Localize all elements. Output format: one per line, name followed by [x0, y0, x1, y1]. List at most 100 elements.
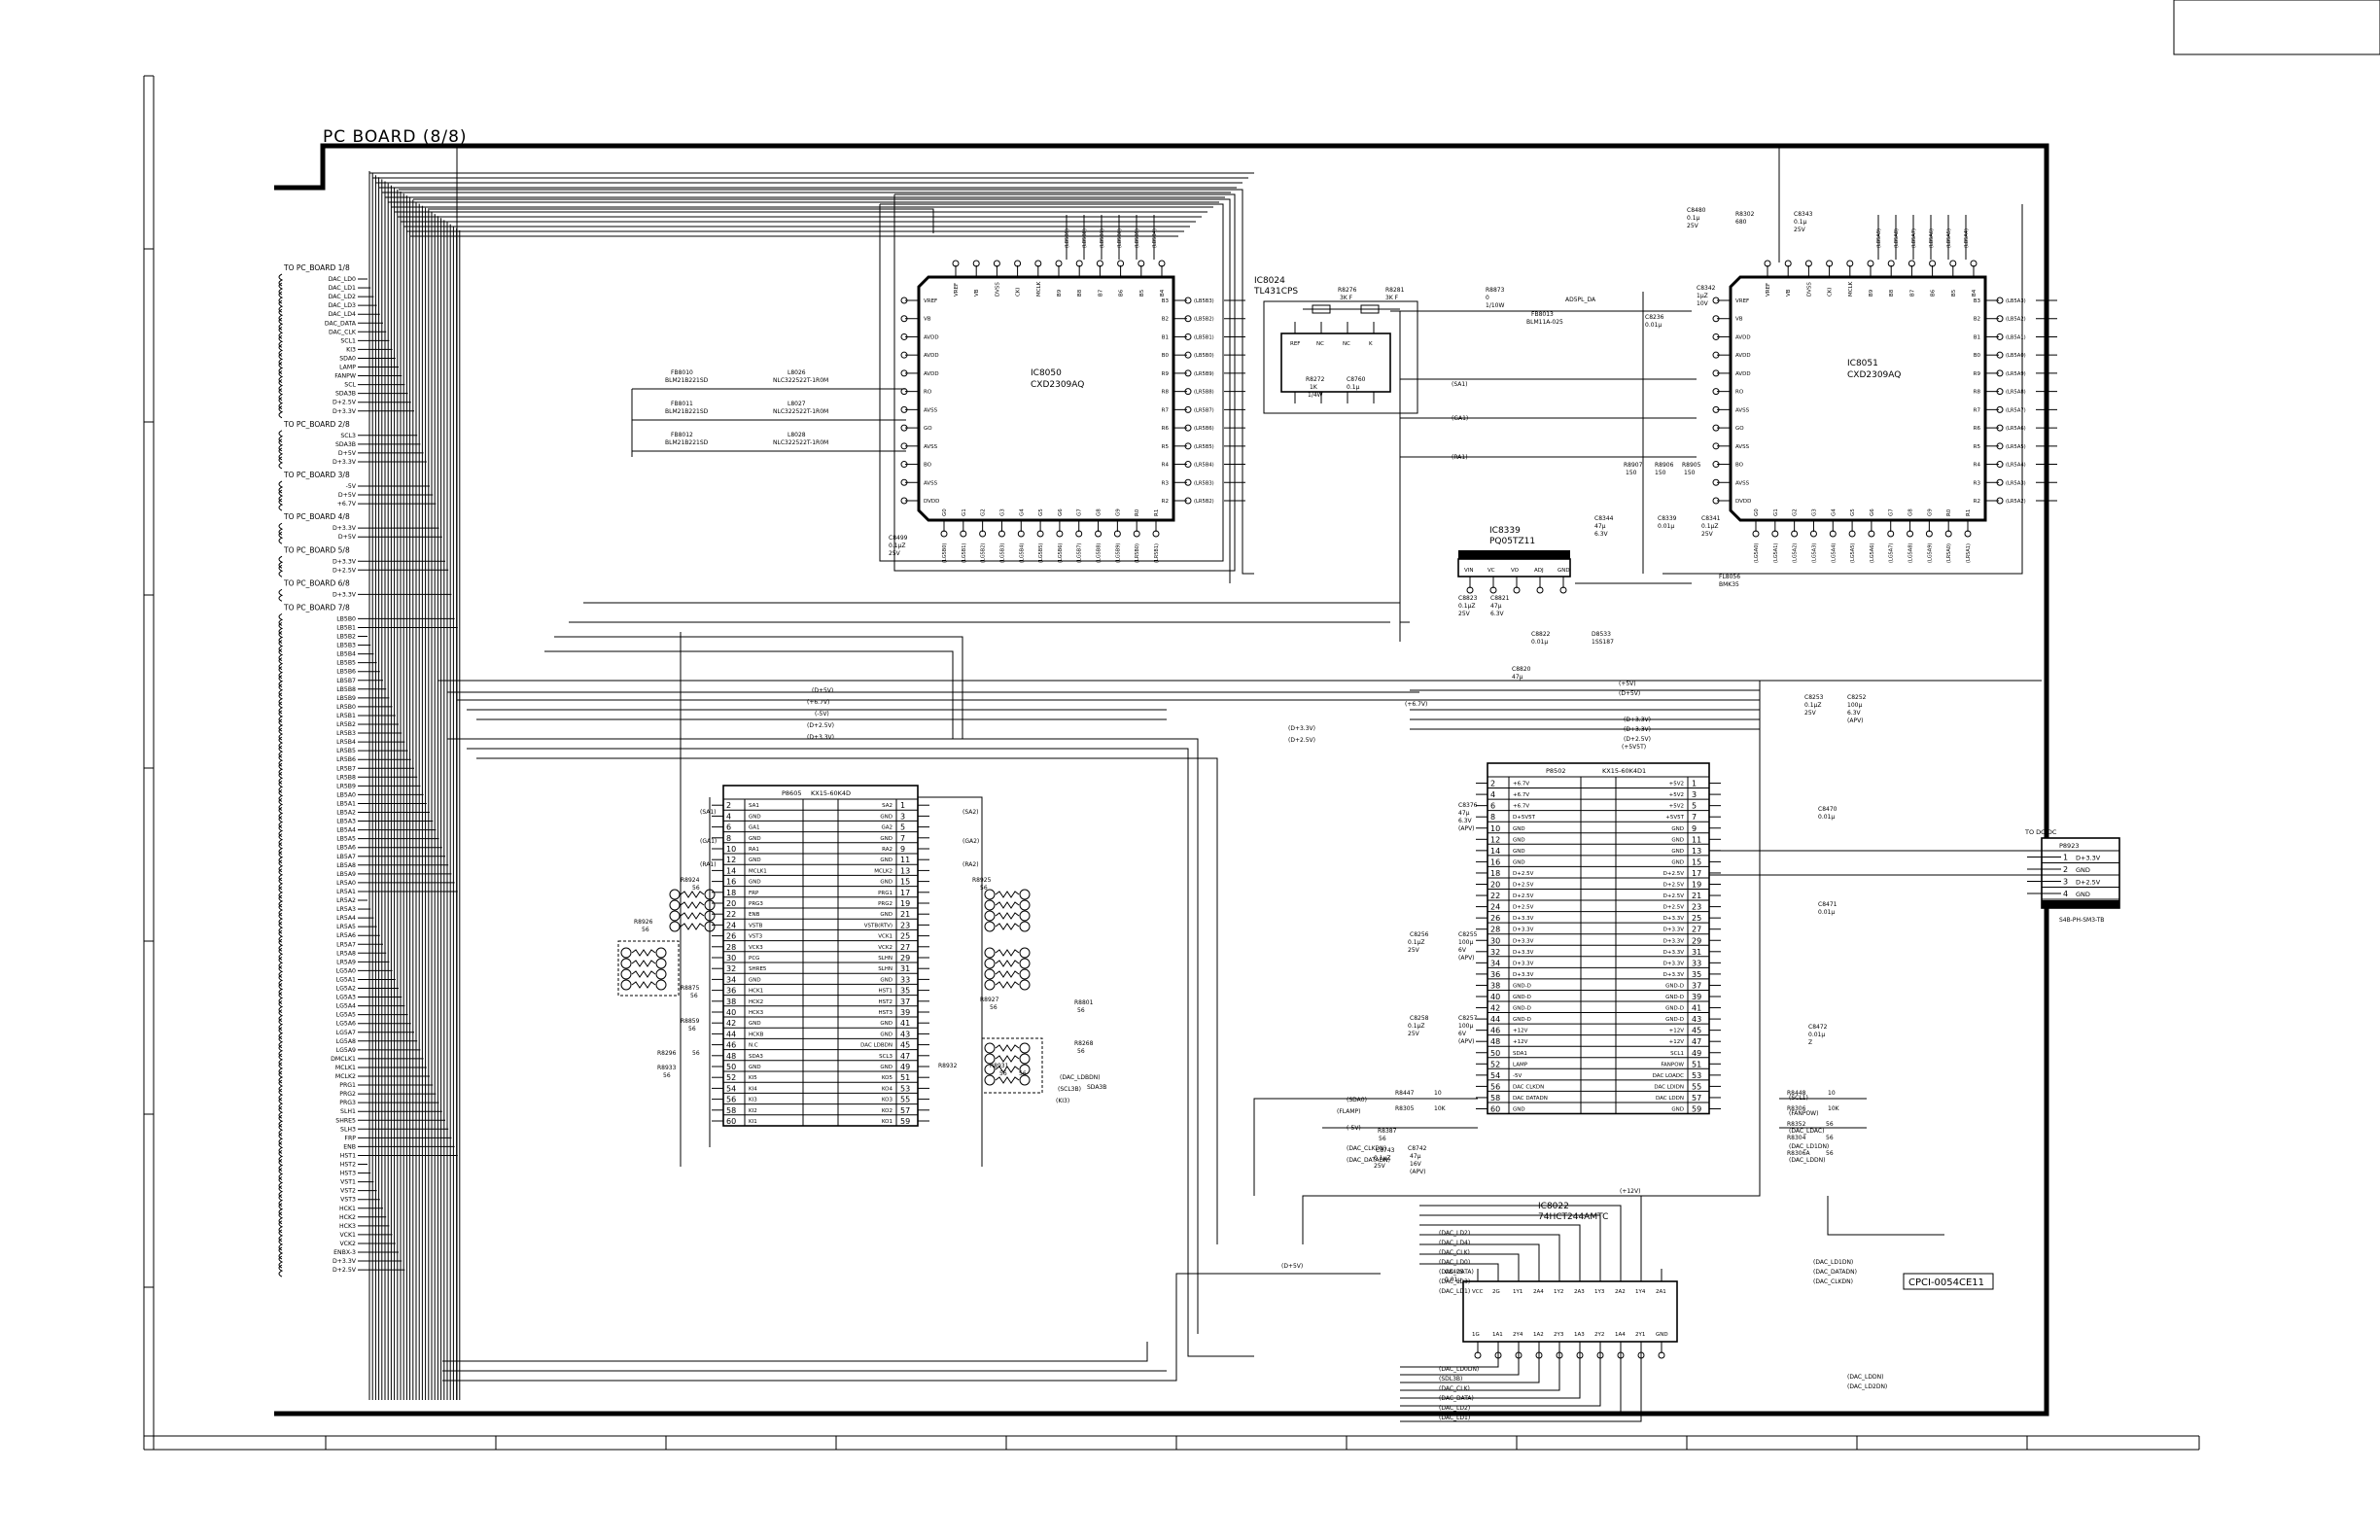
connector-pin-name: D+2.5V — [1663, 871, 1685, 877]
part-code: CPCI-0054CE11 — [1908, 1278, 1984, 1288]
connector-pin-name: KO3 — [882, 1098, 893, 1103]
connector-signal: LR5B7 — [336, 765, 356, 772]
connector-pin-name: D+3.3V — [1663, 972, 1685, 978]
left-connector-block: TO PC_BOARD 1/8DAC_LD0DAC_LD1DAC_LD2DAC_… — [278, 263, 458, 1278]
connector-pin-number: 26 — [1490, 914, 1500, 923]
pin-marker — [1138, 260, 1145, 267]
component-label: R8907 — [1624, 462, 1643, 469]
component-label: C8470 — [1818, 806, 1838, 813]
connector-pin-name: GND — [2076, 891, 2090, 898]
connector-pin-symbol — [278, 1264, 284, 1278]
net-label: (DAC_LD3) — [1439, 1278, 1470, 1285]
component-label: R8931 — [990, 1063, 1009, 1069]
pin-marker — [1809, 530, 1817, 538]
component-label: 1/10W — [1486, 302, 1504, 309]
ic-body — [917, 275, 1175, 522]
pin-marker — [1184, 405, 1192, 413]
net-label: (DAC_LDBDN) — [1060, 1074, 1101, 1081]
net-label: (D+5V) — [1281, 1263, 1303, 1270]
ic-pin-name: R0 — [1946, 508, 1952, 516]
pin-marker — [1996, 369, 2004, 377]
connector-pin-number: 60 — [1490, 1105, 1500, 1114]
connector-header: TO PC_BOARD 1/8 — [283, 263, 350, 272]
connector-signal: LR5B9 — [336, 783, 356, 789]
connector-pin-name: VCK3 — [749, 945, 763, 951]
ic-net-label: (LR5A4) — [2006, 463, 2026, 469]
resistor-arrays — [617, 889, 1043, 1094]
connector-pin-name: PCG — [749, 956, 759, 962]
connector-pin-name: +12V — [1513, 1039, 1528, 1045]
ic-pin-name: G8 — [1908, 508, 1914, 516]
ic-pin-name: B2 — [1162, 317, 1169, 323]
connector-pin-name: GND — [880, 1032, 892, 1037]
net-label: (DAC_CLK) — [1439, 1385, 1470, 1392]
pin-marker — [1826, 260, 1834, 267]
pin-marker — [900, 424, 908, 432]
connector-signal: SDA0 — [339, 355, 356, 362]
ic-pin-name: R2 — [1974, 499, 1980, 505]
connector-pin-number: 32 — [1490, 948, 1500, 957]
connector-pin-name: HCK1 — [749, 989, 763, 995]
ic-pin-name: 2A1 — [1656, 1289, 1666, 1295]
connector-pin-number: 15 — [1692, 858, 1701, 866]
pin-marker — [1152, 530, 1160, 538]
connector-signal: LG5A2 — [336, 986, 356, 993]
connector-pin-name: FANPOW — [1661, 1062, 1684, 1068]
ic-pin-name: 2Y4 — [1513, 1332, 1523, 1338]
connector-pin-number: 3 — [900, 812, 905, 821]
ic-net-label: (LR5B7) — [1194, 407, 1214, 413]
component-label: C8471 — [1818, 901, 1838, 908]
connector-header: TO DC/DC — [2024, 828, 2057, 836]
pin-marker — [1712, 351, 1720, 359]
ic-pin-name: 2A3 — [1574, 1289, 1585, 1295]
component-label: BMK35 — [1719, 581, 1739, 588]
connector-signal: DMCLK1 — [331, 1056, 356, 1063]
component-label: 0 — [1486, 295, 1489, 301]
net-label: (D+5V) — [1619, 690, 1640, 697]
connector-signal: VCK1 — [339, 1232, 356, 1239]
connector-signal: FANPW — [334, 373, 356, 380]
net-label: (FLAMP) — [1337, 1108, 1361, 1115]
ic-net-label: (LR5A9) — [2006, 371, 2026, 377]
net-label: (SDL3B) — [1439, 1376, 1462, 1382]
connector-pin-number: 13 — [900, 866, 910, 875]
ic-pin-name: B9 — [1057, 289, 1063, 297]
ic-pin-name: G8 — [1097, 508, 1102, 516]
connector-signal: D+3.3V — [332, 525, 357, 532]
connector-pin-number: 30 — [726, 954, 736, 962]
resistor-pin — [669, 889, 681, 900]
connector-pin-name: KO1 — [882, 1119, 892, 1125]
pin-marker — [1929, 260, 1937, 267]
component-label: FL8056 — [1719, 574, 1740, 580]
ic-pin-name: BO — [1735, 463, 1744, 469]
ic8024-part: TL431CPS — [1253, 287, 1298, 297]
wire — [442, 1342, 1148, 1362]
component-label: 56 — [1826, 1135, 1834, 1141]
ic-net-label: (LR5B0) — [1135, 543, 1140, 563]
connector-pin-name: GND — [880, 912, 892, 918]
ic-net-label: (LB5A0) — [2006, 353, 2026, 359]
connector-pin-number: 48 — [726, 1052, 736, 1061]
connector-signal: LR5A7 — [336, 941, 356, 948]
connector-pin-symbol — [278, 405, 284, 419]
connector-pin-number: 13 — [1692, 847, 1701, 856]
ic-pin-name: GO — [924, 426, 932, 432]
connector-pin-name: D+3.3V — [1663, 916, 1685, 922]
resistor-pin — [669, 921, 681, 932]
wire — [1400, 1353, 1642, 1422]
ic-net-label: (LR5B6) — [1194, 426, 1214, 432]
connector-pin-name: HST2 — [879, 999, 893, 1005]
connector-header: TO PC_BOARD 6/8 — [283, 578, 350, 587]
resistor-pin — [984, 1064, 996, 1075]
connector-pin-number: 59 — [1692, 1105, 1701, 1114]
resistor-pin — [655, 968, 667, 980]
connector-pin-name: GA1 — [749, 825, 760, 831]
wire — [1400, 1353, 1581, 1399]
resistor — [995, 949, 1020, 957]
net-label: (D+3.3V) — [807, 734, 834, 741]
connector-pin-number: 37 — [900, 998, 910, 1006]
connector-pin-name: GND — [1513, 826, 1525, 832]
connector-pin-name: D+2.5V — [1663, 883, 1685, 889]
ic-net-label: (LR5B2) — [1194, 499, 1214, 505]
